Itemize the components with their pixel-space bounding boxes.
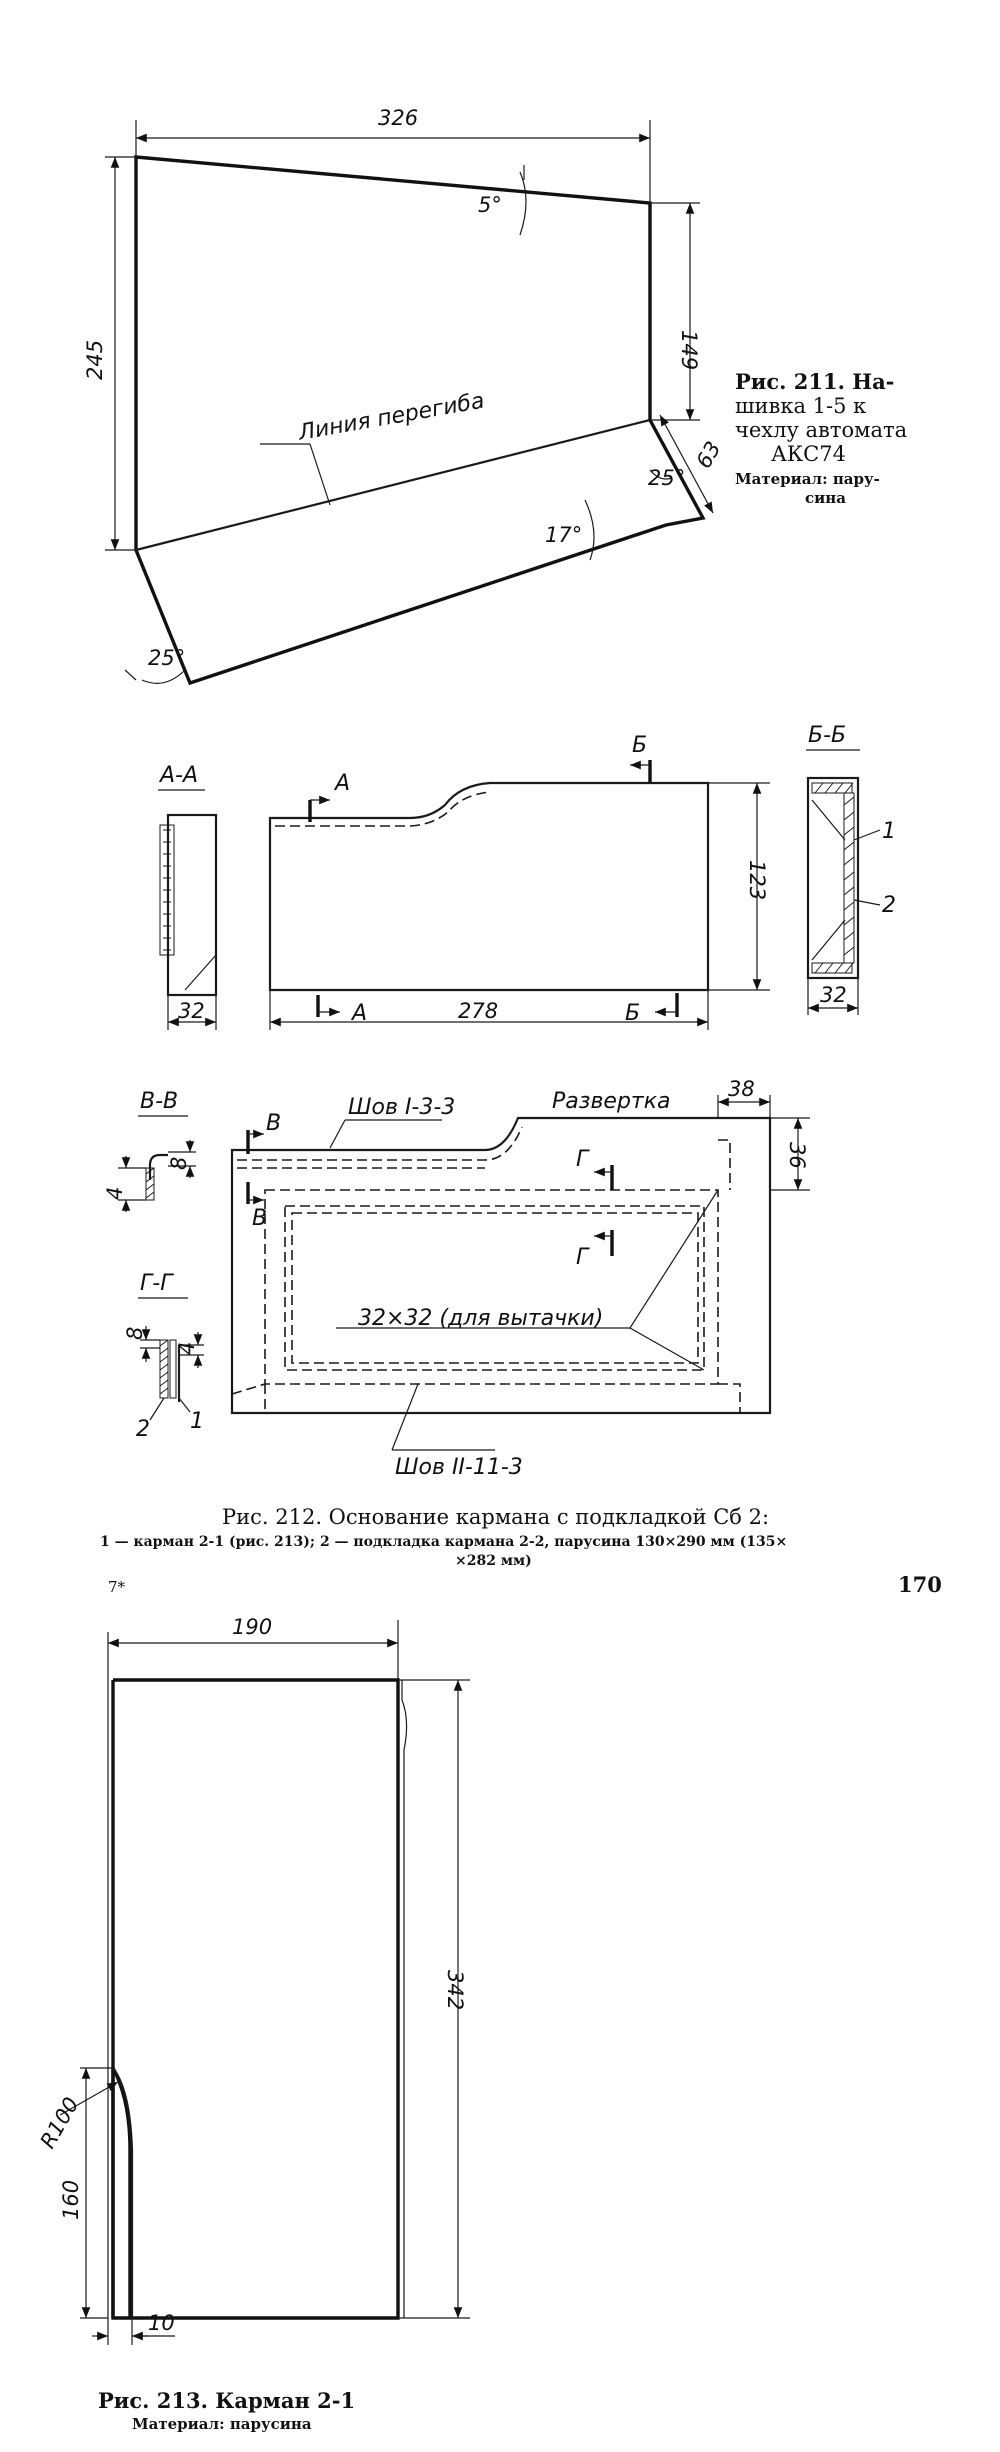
fig211-dim-right-height: 149 [677,330,701,370]
fig212-section-b-width: 32 [820,983,847,1007]
fig213-dim-width: 190 [232,1615,272,1639]
fig212-mark-g-bottom: Г [576,1245,590,1270]
fig211-caption-line-2: шивка 1-5 к [735,394,867,418]
fig213-dim-lower-height: 160 [59,2180,83,2220]
fig211-dim-corner-edge: 63 [692,437,726,472]
fig211-angle-mid: 17° [545,523,582,547]
fig212-section-g-callout-2: 2 [136,1417,150,1442]
fig212-caption-detail-2: ×282 мм) [455,1553,532,1569]
fig211-drawing: 326 245 149 63 25° 5° 17° 25° Линия пере… [83,106,726,686]
fig212-fold-note: 32×32 (для вытачки) [358,1306,603,1331]
fig213-dim-bottom-offset: 10 [148,2311,175,2335]
fig212-seam-top: Шов I-3-3 [348,1095,455,1120]
fig211-angle-corner: 25° [648,466,685,490]
fig212-callout-2-top: 2 [882,893,896,918]
fig211-dim-left-height: 245 [83,340,107,380]
fig212-top-view: А-А 32 А А Б Б 123 278 [158,723,896,1030]
fig212-section-v-title: В-В [140,1089,178,1114]
fig212-mark-a-top: А [333,771,350,796]
fig212-section-v-dim-4: 4 [103,1187,127,1200]
fig211-angle-top: 5° [478,193,502,217]
fig211-caption-line-4: АКС74 [771,442,846,466]
fig213-dim-radius: R100 [36,2093,84,2152]
fig212-unfold-title: Развертка [552,1089,671,1114]
fig212-section-v-dim-8: 8 [167,1157,191,1170]
fig211-caption-line-1: Рис. 211. На- [735,369,895,394]
fig212-callout-1-top: 1 [882,819,896,844]
fig212-dim-height: 123 [745,860,769,900]
fig212-caption-main: Рис. 212. Основание кармана с подкладкой… [222,1505,770,1529]
fig213-material: Материал: парусина [132,2415,312,2433]
footer-left-mark: 7* [108,1578,126,1596]
fig212-section-g-callout-1: 1 [190,1409,204,1434]
fig213-caption: Рис. 213. Карман 2-1 [98,2388,356,2413]
fig212-dim-length: 278 [458,999,498,1023]
fig212-mark-v-bottom: В [252,1206,267,1231]
fig212-section-a-title: А-А [158,763,198,788]
fig212-dim-38: 38 [728,1077,755,1101]
fig213-drawing: 190 342 160 R100 10 [36,1615,470,2345]
fig212-caption-detail-1: 1 — карман 2-1 (рис. 213); 2 — подкладка… [100,1534,788,1550]
fig212-dim-36: 36 [785,1142,809,1169]
fig212-section-g-dim-4: 4 [175,1342,199,1355]
fig212-section-g-title: Г-Г [140,1271,174,1296]
fig211-material-line-2: сина [805,489,846,507]
fig212-seam-bottom: Шов II-11-3 [395,1455,523,1480]
fig212-mark-b-top: Б [632,733,647,758]
page-number: 170 [898,1572,942,1597]
fig212-mark-v-top: В [266,1111,281,1136]
fig212-mark-g-top: Г [576,1147,590,1172]
fig211-dim-top-width: 326 [378,106,418,130]
fig212-unfold-view: Шов I-3-3 Шов II-11-3 Развертка 32×32 (д… [103,1077,810,1480]
fig211-material: Материал: пару- сина [735,470,880,508]
fig211-angle-bottom: 25° [148,646,185,670]
fig211-material-line-1: Материал: пару- [735,470,880,488]
fig211-fold-line-label: Линия перегиба [296,389,487,446]
fig211-caption-line-3: чехлу автомата [735,418,908,442]
fig213-dim-height: 342 [443,1970,467,2010]
fig211-caption: Рис. 211. На- шивка 1-5 к чехлу автомата… [735,369,908,467]
fig212-section-a-width: 32 [178,999,205,1023]
fig212-section-b-title: Б-Б [808,723,846,748]
fig212-section-g-dim-8: 8 [123,1327,147,1340]
